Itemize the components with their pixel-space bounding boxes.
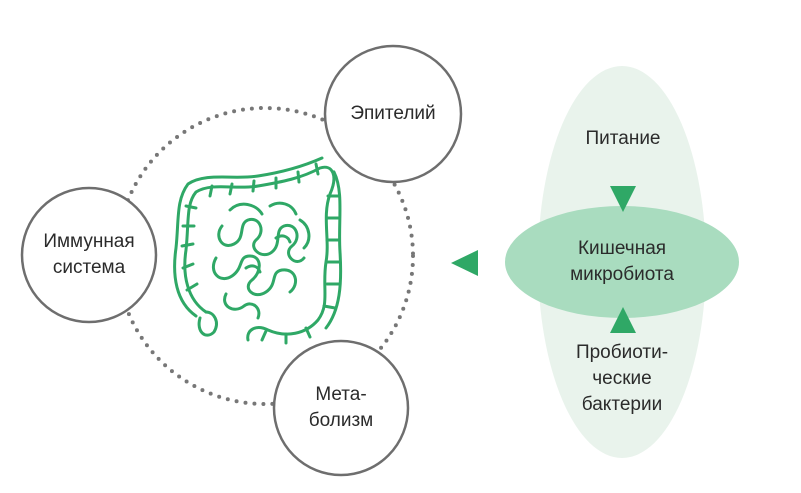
- microbiota-label: Кишечная микробиота: [570, 238, 674, 285]
- metabolism-circle: [272, 339, 410, 477]
- probiotics-label: Пробиоти- ческие бактерии: [575, 342, 669, 415]
- arrow-left-icon: [451, 250, 478, 276]
- immune-system-circle: [20, 186, 158, 324]
- immune-system-label: Иммунная система: [43, 231, 135, 278]
- dotted-orbit: [115, 106, 415, 406]
- microbiota-ellipse: [505, 206, 739, 318]
- epithelium-circle: [323, 44, 463, 184]
- arrow-down-icon: [610, 186, 636, 212]
- arrow-up-icon: [610, 307, 636, 333]
- epithelium-label: Эпителий: [350, 103, 436, 124]
- metabolism-label: Мета- болизм: [308, 384, 374, 431]
- nutrition-label: Питание: [585, 128, 661, 149]
- intestine-icon: [173, 156, 343, 345]
